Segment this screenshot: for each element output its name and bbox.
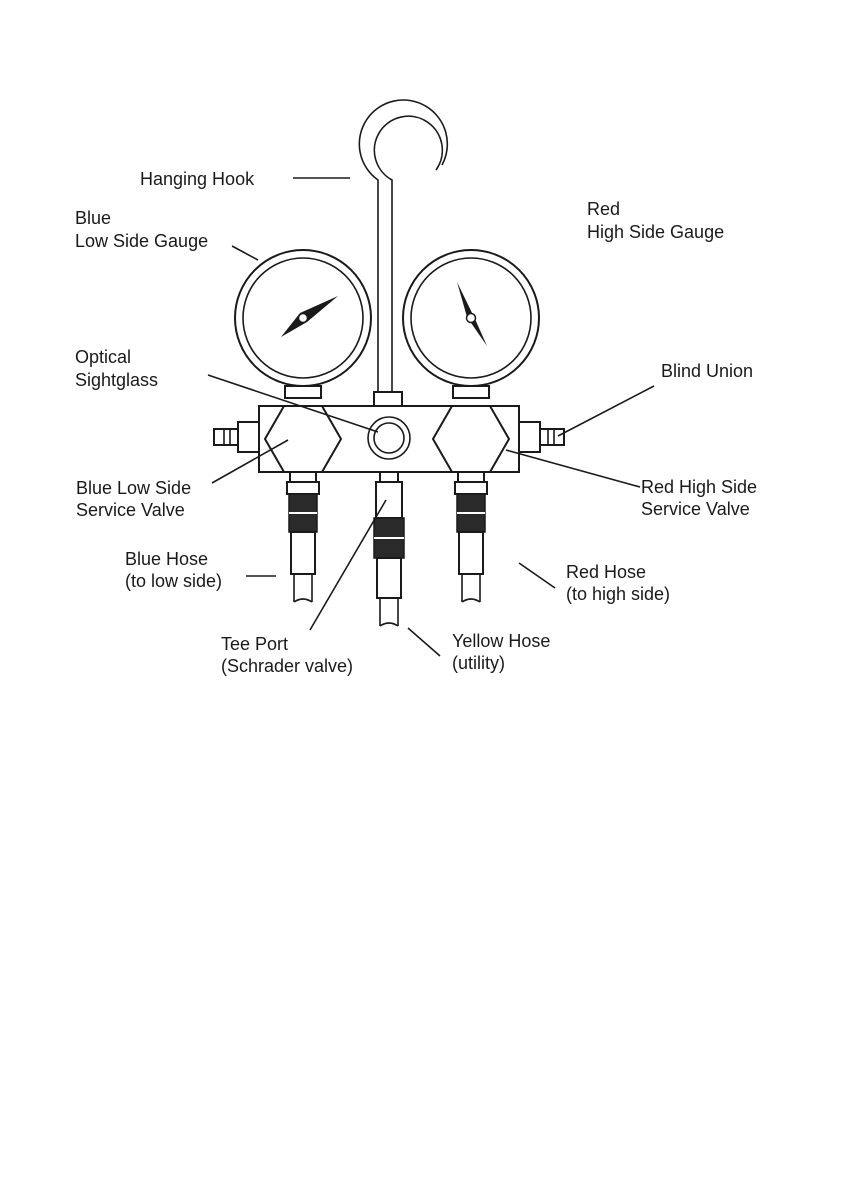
label-blue-valve-line1: Blue Low Side xyxy=(76,478,191,498)
label-blue-valve-line2: Service Valve xyxy=(76,500,185,520)
blind-union-right xyxy=(519,422,564,452)
label-red-valve-line1: Red High Side xyxy=(641,477,757,497)
label-hanging-hook: Hanging Hook xyxy=(140,169,255,189)
label-red-valve-line2: Service Valve xyxy=(641,499,750,519)
leader-yellow-hose xyxy=(408,628,440,656)
label-red-gauge-line1: Red xyxy=(587,199,620,219)
label-blue-hose-line1: Blue Hose xyxy=(125,549,208,569)
leader-blind-union xyxy=(558,386,654,436)
label-red-hose-line2: (to high side) xyxy=(566,584,670,604)
label-blue-gauge-line1: Blue xyxy=(75,208,111,228)
blue-hose xyxy=(287,472,319,602)
label-blue-hose-line2: (to low side) xyxy=(125,571,222,591)
label-yellow-hose-line2: (utility) xyxy=(452,653,505,673)
blind-union-left xyxy=(214,422,259,452)
blue-low-side-gauge xyxy=(235,250,371,398)
leader-blue-gauge xyxy=(232,246,258,260)
label-sightglass-line2: Sightglass xyxy=(75,370,158,390)
label-blind-union: Blind Union xyxy=(661,361,753,381)
red-hose xyxy=(455,472,487,602)
leader-tee-port xyxy=(310,500,386,630)
leader-red-hose xyxy=(519,563,555,588)
label-red-hose-line1: Red Hose xyxy=(566,562,646,582)
label-red-gauge-line2: High Side Gauge xyxy=(587,222,724,242)
label-yellow-hose-line1: Yellow Hose xyxy=(452,631,550,651)
leader-red-valve xyxy=(506,450,640,487)
label-sightglass-line1: Optical xyxy=(75,347,131,367)
red-high-side-gauge xyxy=(403,250,539,398)
label-tee-port-line2: (Schrader valve) xyxy=(221,656,353,676)
yellow-hose xyxy=(374,472,404,626)
label-tee-port-line1: Tee Port xyxy=(221,634,288,654)
label-blue-gauge-line2: Low Side Gauge xyxy=(75,231,208,251)
